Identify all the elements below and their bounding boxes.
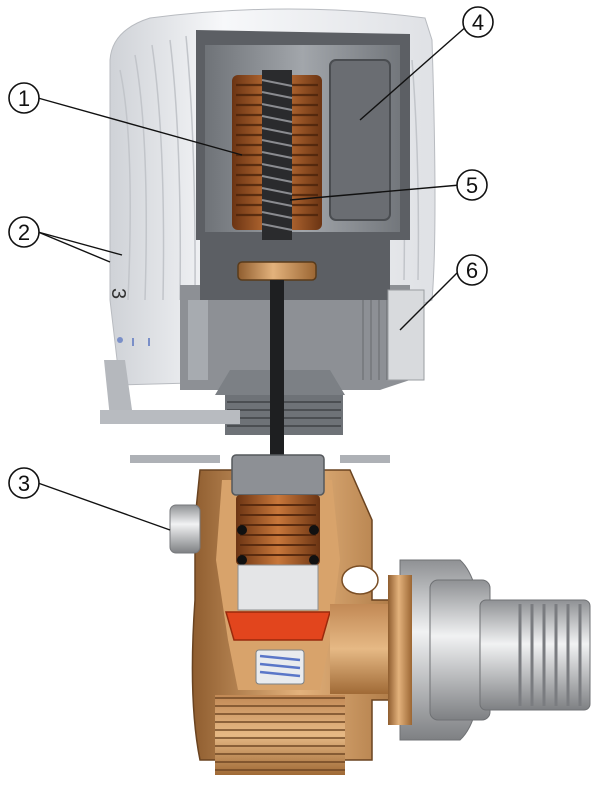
leader-3: [37, 482, 171, 531]
leader-6: [399, 269, 461, 331]
o-ring: [237, 555, 247, 565]
callout-6-label: 6: [466, 258, 478, 283]
callout-5-label: 5: [466, 173, 478, 198]
valve-disk: [225, 611, 331, 641]
stem-spring: [236, 495, 320, 565]
leader-2b: [37, 231, 111, 263]
leader-lines: [37, 24, 469, 531]
o-ring: [309, 525, 319, 535]
pressure-disc: [237, 261, 317, 281]
leader-4: [359, 24, 469, 121]
o-ring: [237, 525, 247, 535]
callout-6: 6: [456, 254, 488, 286]
leader-1: [37, 97, 243, 156]
callout-2: 2: [8, 216, 40, 248]
clip-ring: [387, 289, 425, 381]
head-scale-marking: 3: [107, 288, 129, 299]
valve-sleeve: [237, 564, 319, 611]
tailpiece: [479, 599, 591, 711]
scale-dash: [148, 338, 150, 346]
side-plug: [169, 504, 201, 554]
callout-4-label: 4: [472, 10, 484, 35]
leader-5: [289, 184, 461, 201]
sensor-chamber: [329, 59, 391, 221]
outlet-union: [388, 559, 591, 741]
callout-2-label: 2: [18, 220, 30, 245]
callout-1: 1: [8, 82, 40, 114]
gland-housing: [231, 454, 325, 496]
callout-3-label: 3: [18, 471, 30, 496]
thermostatic-head: 3: [100, 8, 436, 463]
callout-5: 5: [456, 169, 488, 201]
callout-4: 4: [462, 6, 494, 38]
o-ring: [309, 555, 319, 565]
leader-2a: [37, 231, 123, 256]
scale-dot: [117, 337, 123, 343]
scale-dash: [132, 338, 134, 346]
callout-3: 3: [8, 467, 40, 499]
valve-stem: [270, 280, 284, 460]
callout-1-label: 1: [18, 86, 30, 111]
